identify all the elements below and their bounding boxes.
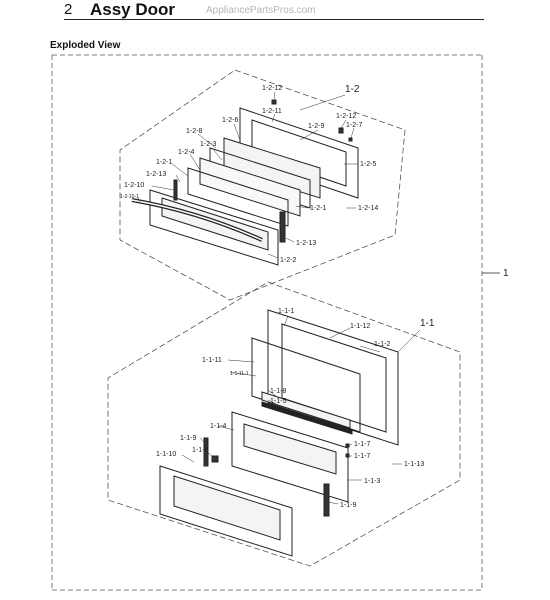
callout: 1-1-1	[278, 308, 294, 315]
callout: 1-2-14	[358, 205, 378, 212]
callout: 1-2-1	[156, 159, 172, 166]
upper-group: 1-2 1-2-12 1-2-11 1-2-9 1-2-12 1-2-7 1-2…	[119, 69, 406, 301]
callout: 1-1-7	[354, 453, 370, 460]
lower-leaders	[181, 315, 421, 505]
part-lower-bracket	[211, 455, 219, 463]
part-lower-hinge-right	[323, 483, 330, 517]
callout: 1-2-5	[360, 161, 376, 168]
part-lower-back-frame-inner	[281, 323, 387, 433]
callout: 1-2-4	[178, 149, 194, 156]
part-clip-top	[271, 99, 277, 105]
upper-callouts: 1-2 1-2-12 1-2-11 1-2-9 1-2-12 1-2-7 1-2…	[120, 84, 378, 264]
part-lower-inner-window	[243, 423, 337, 475]
callout: 1-2-3	[200, 141, 216, 148]
callout: 1-1-3	[364, 478, 380, 485]
part-back-frame	[239, 107, 359, 199]
callout: 1-2-13	[146, 171, 166, 178]
callout: 1-1-11-1	[230, 371, 249, 377]
part-lower-clip-b	[345, 453, 350, 458]
part-panel	[199, 157, 301, 217]
callout: 1-1-13	[404, 461, 424, 468]
callout: 1-2-10	[124, 182, 144, 189]
callout: 1-2-1	[310, 205, 326, 212]
lower-group: 1-1 1-1-1 1-1-12 1-1-2 1-1-11 1-1-11-1 1…	[107, 281, 461, 567]
callout: 1-1-4	[210, 423, 226, 430]
lower-parts	[159, 309, 399, 557]
callout: 1-2-13	[296, 240, 316, 247]
callout: 1-2-12	[262, 85, 282, 92]
part-lower-seal	[261, 401, 353, 435]
part-lower-mid-frame	[251, 337, 361, 433]
callout-label: 1-1	[420, 318, 435, 329]
callout: 1-1-8	[270, 388, 286, 395]
part-lower-front-window	[173, 475, 281, 541]
callout: 1-1-7	[354, 441, 370, 448]
callout: 1-1-5	[270, 398, 286, 405]
watermark: AppliancePartsPros.com	[206, 5, 316, 16]
part-screw	[348, 137, 353, 142]
callout: 1-1-10	[156, 451, 176, 458]
page-header: 2 Assy Door AppliancePartsPros.com	[0, 0, 550, 24]
part-hinge-right	[279, 211, 286, 243]
section-title: Exploded View	[50, 40, 121, 51]
assembly-label: 1	[503, 268, 509, 279]
callout: 1-2-2	[280, 257, 296, 264]
lower-callouts: 1-1 1-1-1 1-1-12 1-1-2 1-1-11 1-1-11-1 1…	[156, 308, 435, 509]
callout: 1-1-2	[374, 341, 390, 348]
section-number: 2	[64, 1, 73, 18]
callout: 1-1-11	[202, 357, 222, 364]
callout: 1-2-9	[308, 123, 324, 130]
callout: 1-2-7	[346, 122, 362, 129]
part-lower-hinge-left	[203, 437, 209, 467]
upper-leaders	[137, 91, 358, 259]
callout: 1-2-10-1	[120, 194, 139, 200]
outer-frame	[51, 54, 483, 591]
callout: 1-1-9	[340, 502, 356, 509]
callout: 1-2-6	[222, 117, 238, 124]
part-clip-right	[338, 127, 344, 134]
part-back-frame-inner	[251, 119, 347, 187]
callout: 1-1-9	[180, 435, 196, 442]
part-inner-glass	[187, 167, 289, 227]
callout: 1-1-12	[350, 323, 370, 330]
lower-group-boundary	[107, 281, 461, 567]
part-lower-glass	[261, 391, 351, 429]
callout: 1-1-6	[192, 447, 208, 454]
callout: 1-2-8	[186, 128, 202, 135]
page-title: Assy Door	[90, 0, 176, 19]
callout: 1-2-11	[262, 108, 282, 115]
part-bracket-left	[173, 179, 178, 201]
callout-label: 1-2	[345, 84, 360, 95]
header-rule	[64, 19, 484, 20]
callout: 1-2-12	[336, 113, 356, 120]
upper-parts	[131, 99, 359, 266]
upper-group-boundary	[119, 69, 406, 301]
